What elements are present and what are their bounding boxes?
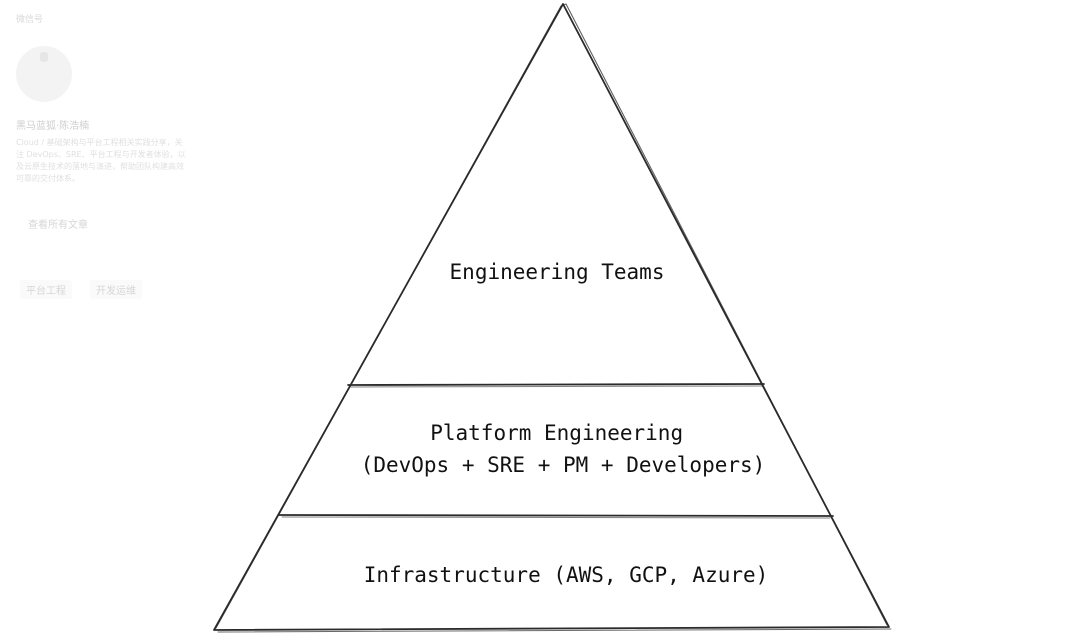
- pyramid-base-sketch-stroke: [217, 628, 892, 633]
- author-name: 黑马蓝狐·陈浩楠: [16, 121, 90, 132]
- tag-devops[interactable]: 开发运维: [90, 280, 142, 299]
- author-bio: Cloud / 基础架构与平台工程相关实践分享，关注 DevOps、SRE、平台…: [16, 138, 186, 183]
- avatar: [16, 46, 72, 102]
- tier-divider-lower-sketch-stroke: [281, 516, 831, 519]
- pyramid-outline: [213, 3, 890, 631]
- pyramid-outline-sketch-stroke: [215, 3, 888, 629]
- account-header: 微信号: [16, 15, 44, 25]
- tier-label-platform-engineering: Platform Engineering (DevOps + SRE + PM …: [361, 421, 766, 477]
- tier-label-infrastructure: Infrastructure (AWS, GCP, Azure): [364, 563, 769, 587]
- tier-divider-upper-sketch-stroke: [350, 385, 763, 388]
- tier-divider-upper: [347, 383, 765, 386]
- view-all-articles-link[interactable]: 查看所有文章: [28, 220, 88, 231]
- tier-label-engineering-teams: Engineering Teams: [450, 260, 665, 284]
- tag-platform-engineering[interactable]: 平台工程: [20, 280, 72, 299]
- tier-divider-lower: [278, 514, 834, 517]
